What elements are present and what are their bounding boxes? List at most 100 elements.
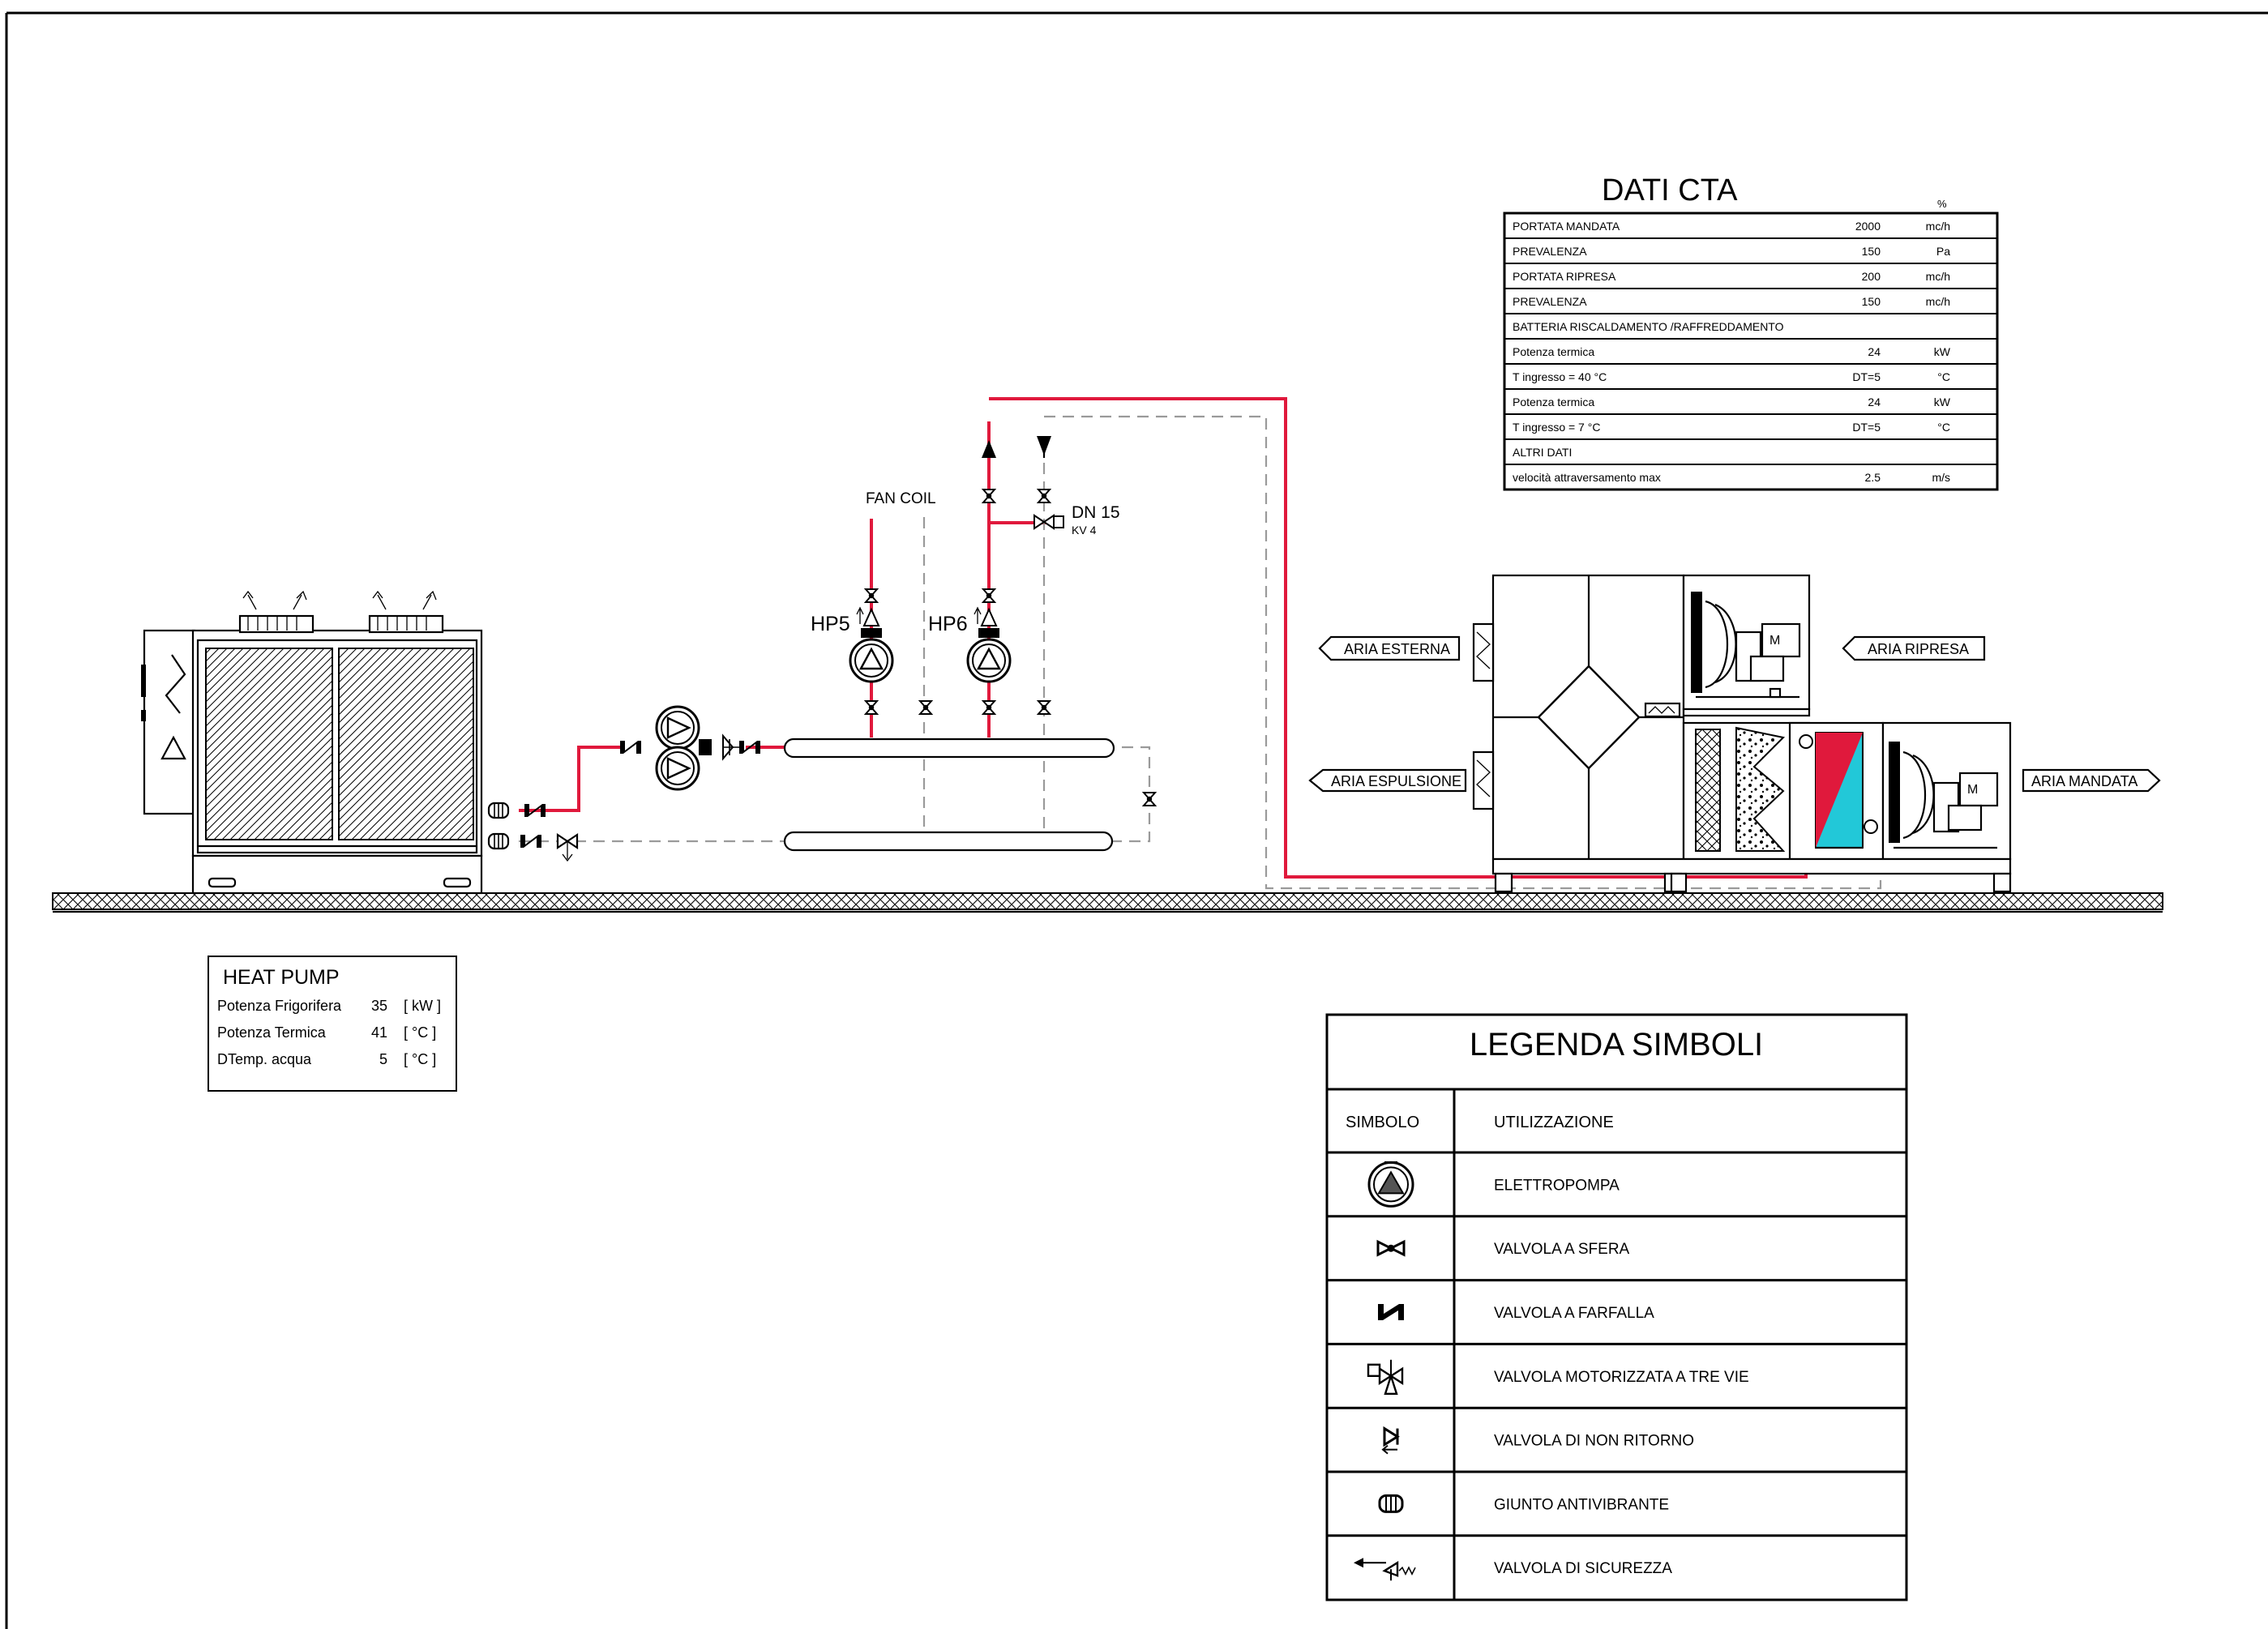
heat-pump-row-label: Potenza Termica — [217, 1024, 327, 1041]
dati-cta-row: Potenza termica 24 kW — [1513, 345, 1951, 358]
return-manifold — [783, 831, 1114, 852]
dati-cta-row-value: 150 — [1862, 245, 1881, 258]
supply-manifold — [783, 738, 1115, 759]
dati-cta-row-label: BATTERIA RISCALDAMENTO /RAFFREDDAMENTO — [1513, 320, 1784, 333]
dati-cta-row-unit: °C — [1937, 421, 1950, 434]
heat-pump-return-fittings — [487, 832, 579, 862]
damper-outside — [1472, 622, 1495, 682]
legend-table: LEGENDA SIMBOLI SIMBOLO UTILIZZAZIONE EL… — [1325, 1013, 1908, 1601]
dati-cta-row-unit: Pa — [1936, 245, 1950, 258]
dati-cta-row: PREVALENZA 150 mc/h — [1513, 295, 1950, 308]
dati-cta-row-value: 2000 — [1855, 220, 1881, 233]
dati-cta-row-unit: kW — [1934, 345, 1951, 358]
pump-icon — [1367, 1161, 1414, 1208]
svg-text:ARIA ESTERNA: ARIA ESTERNA — [1344, 641, 1450, 657]
dati-cta-row-unit: m/s — [1932, 471, 1950, 484]
dati-cta-row-label: velocità attraversamento max — [1513, 471, 1661, 484]
air-arrow-aria-ripresa: ARIA RIPRESA — [1842, 635, 1986, 661]
heat-pump-row-value: 35 — [371, 998, 387, 1014]
legend-title: LEGENDA SIMBOLI — [1470, 1027, 1763, 1062]
ahu-base — [1491, 857, 2012, 893]
three-way-valve-icon — [1367, 1359, 1404, 1395]
heat-pump-row: DTemp. acqua 5 [ °C ] — [217, 1051, 436, 1067]
dati-cta-row: PREVALENZA 150 Pa — [1513, 245, 1950, 258]
svg-text:ARIA RIPRESA: ARIA RIPRESA — [1868, 641, 1969, 657]
legend-row-label: VALVOLA A SFERA — [1494, 1241, 1630, 1258]
heat-pump-row-unit: [ °C ] — [404, 1024, 436, 1041]
dati-cta-row: ALTRI DATI — [1513, 446, 1572, 459]
heat-pump-row-label: Potenza Frigorifera — [217, 998, 342, 1014]
dati-cta-row-unit: mc/h — [1926, 270, 1950, 283]
dati-cta-title: DATI CTA — [1602, 173, 1738, 207]
air-handling-unit — [1491, 574, 2012, 861]
dati-cta-row-unit: mc/h — [1926, 295, 1950, 308]
air-arrow-aria-esterna: ARIA ESTERNA — [1318, 635, 1461, 661]
hp6-label: HP6 — [928, 613, 968, 635]
fan-coil-label: FAN COIL — [866, 490, 936, 507]
legend-col-usage: UTILIZZAZIONE — [1494, 1114, 1614, 1131]
return-motor-label: M — [1769, 634, 1780, 648]
legend-row: VALVOLA A SFERA — [1376, 1239, 1630, 1258]
dati-cta-row-value: 2.5 — [1865, 471, 1881, 484]
heat-pump-row: Potenza Frigorifera 35 [ kW ] — [217, 998, 441, 1014]
heat-pump-row-unit: [ °C ] — [404, 1051, 436, 1067]
dati-cta-row-unit: °C — [1937, 370, 1950, 383]
dati-cta-row-value: 150 — [1862, 295, 1881, 308]
legend-row: VALVOLA MOTORIZZATA A TRE VIE — [1367, 1359, 1749, 1395]
legend-row: VALVOLA DI NON RITORNO — [1381, 1426, 1694, 1455]
hp5-circuit — [849, 588, 932, 715]
legend-row: ELETTROPOMPA — [1367, 1161, 1620, 1208]
legend-row: GIUNTO ANTIVIBRANTE — [1378, 1494, 1669, 1513]
heat-pump-unit — [141, 590, 483, 895]
dati-cta-row-unit: kW — [1934, 395, 1951, 408]
heat-pump-row-label: DTemp. acqua — [217, 1051, 312, 1067]
dati-cta-row-label: T ingresso = 40 °C — [1513, 370, 1607, 383]
dati-cta-row-label: PORTATA RIPRESA — [1513, 270, 1616, 283]
ball-valve-icon — [1376, 1239, 1406, 1257]
supply-motor-label: M — [1967, 783, 1978, 797]
dati-cta-row-value: 24 — [1868, 345, 1881, 358]
dati-cta-row-label: T ingresso = 7 °C — [1513, 421, 1600, 434]
air-arrow-aria-mandata: ARIA MANDATA — [2022, 768, 2161, 793]
dati-cta-row-label: ALTRI DATI — [1513, 446, 1572, 459]
valve-kv-label: KV 4 — [1072, 524, 1097, 537]
hp5-label: HP5 — [811, 613, 850, 635]
dati-cta-row-label: Potenza termica — [1513, 345, 1594, 358]
dati-cta-row-label: PREVALENZA — [1513, 245, 1587, 258]
legend-row-label: ELETTROPOMPA — [1494, 1177, 1620, 1194]
legend-row: VALVOLA A FARFALLA — [1378, 1304, 1654, 1322]
dati-cta-unit-header: % — [1937, 198, 1947, 210]
safety-valve-icon — [1354, 1558, 1416, 1581]
return-fan — [1691, 592, 1801, 699]
butterfly-valve-icon — [1378, 1304, 1404, 1320]
dati-cta-row-value: 24 — [1868, 395, 1881, 408]
svg-text:ARIA ESPULSIONE: ARIA ESPULSIONE — [1331, 773, 1461, 789]
heat-pump-row-value: 5 — [379, 1051, 387, 1067]
legend-row-label: VALVOLA MOTORIZZATA A TRE VIE — [1494, 1369, 1749, 1386]
dati-cta-row: velocità attraversamento max 2.5 m/s — [1513, 471, 1950, 484]
legend-row-label: VALVOLA A FARFALLA — [1494, 1305, 1654, 1322]
legend-row-label: VALVOLA DI NON RITORNO — [1494, 1433, 1694, 1450]
dati-cta-row: BATTERIA RISCALDAMENTO /RAFFREDDAMENTO — [1513, 320, 1784, 333]
valve-dn-label: DN 15 — [1072, 503, 1120, 522]
legend-row: VALVOLA DI SICUREZZA — [1354, 1558, 1672, 1581]
damper-exhaust — [1472, 750, 1495, 810]
hp6-circuit — [966, 436, 1064, 715]
bypass-valve — [1143, 792, 1156, 806]
motor-labels: M M — [1769, 634, 1978, 797]
sheet-frame — [5, 11, 2268, 1629]
dati-cta-row-unit: mc/h — [1926, 220, 1950, 233]
heat-pump-row-unit: [ kW ] — [404, 998, 441, 1014]
heat-pump-row-value: 41 — [371, 1024, 387, 1041]
heat-pump-title: HEAT PUMP — [223, 966, 340, 989]
dati-cta-row-label: PREVALENZA — [1513, 295, 1587, 308]
check-valve-icon — [1381, 1426, 1400, 1455]
legend-row-label: VALVOLA DI SICUREZZA — [1494, 1560, 1672, 1577]
